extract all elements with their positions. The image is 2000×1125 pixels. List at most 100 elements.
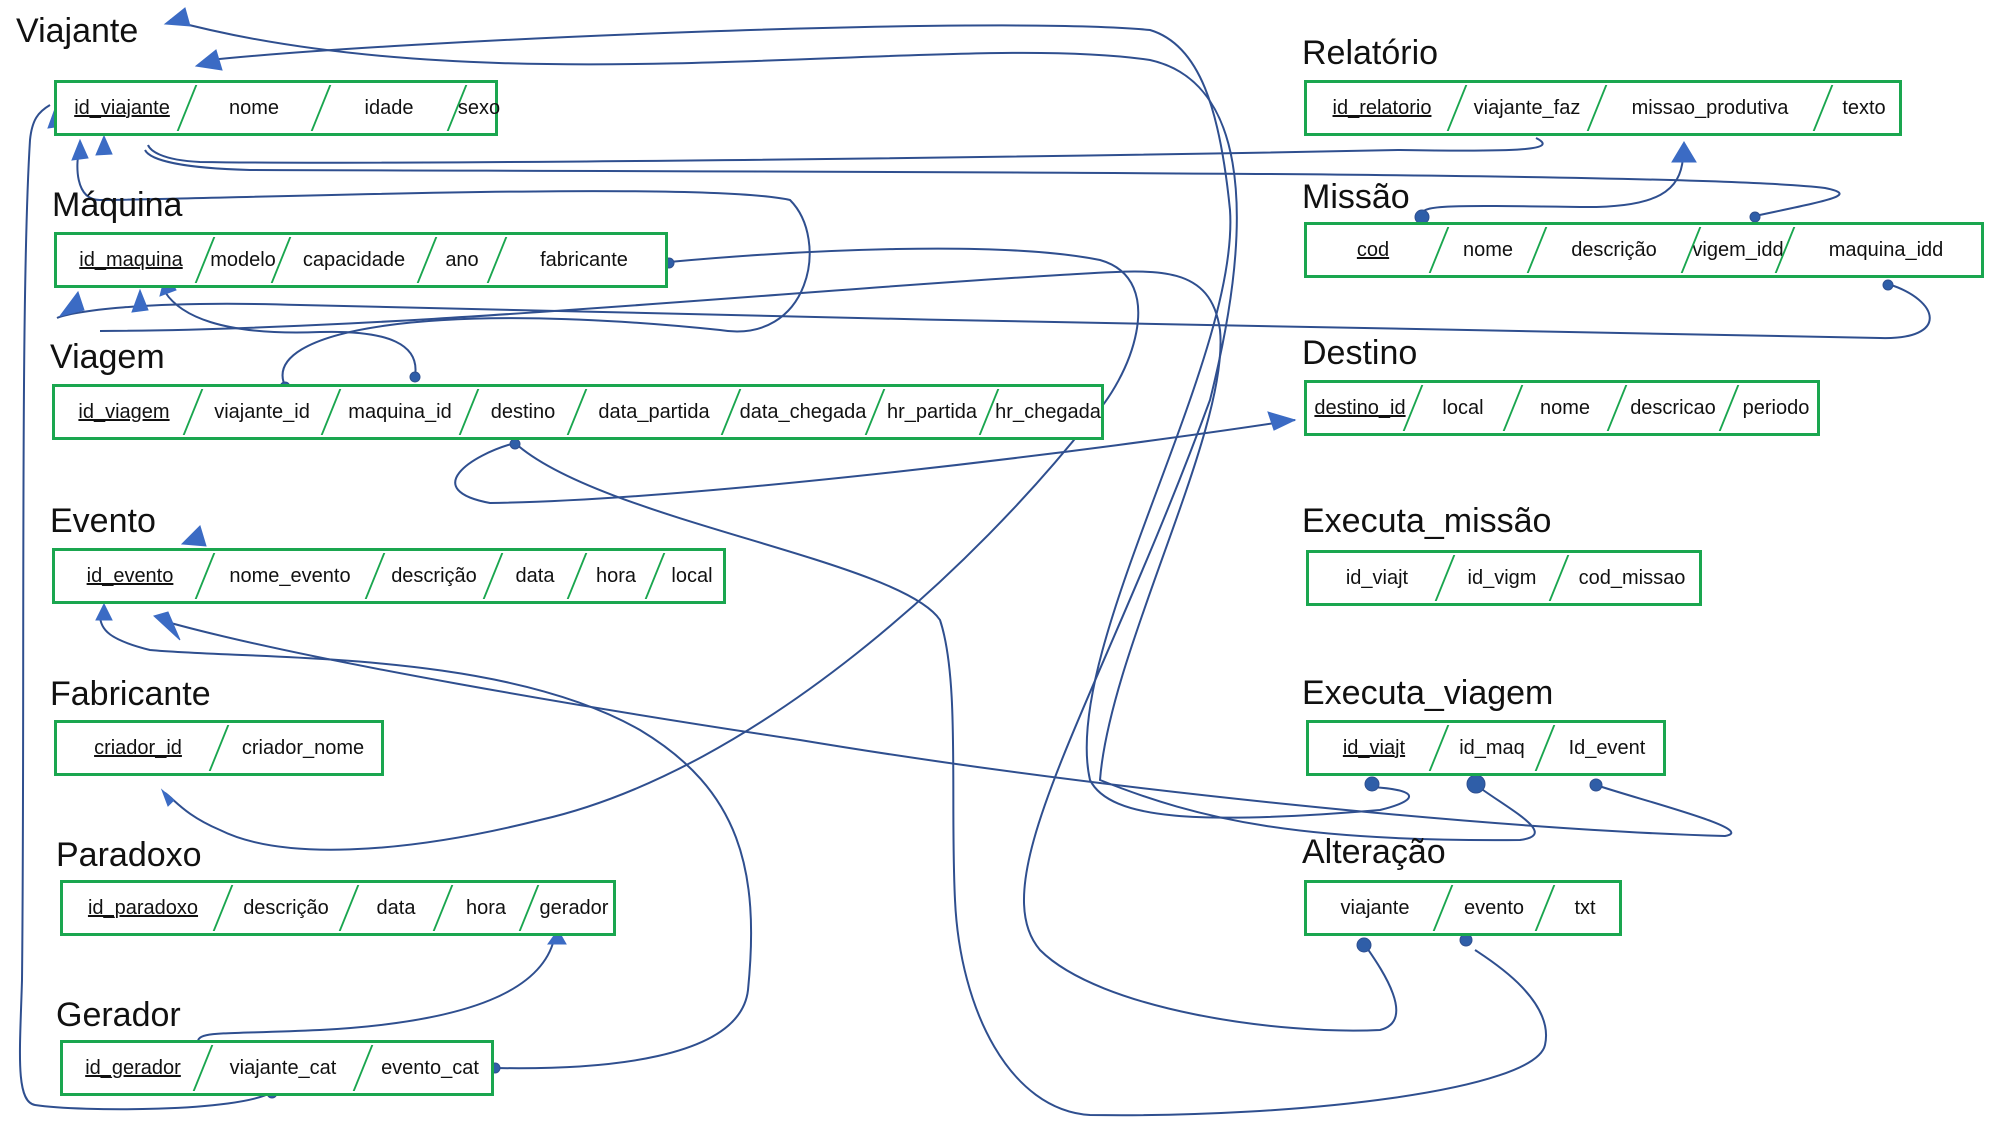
entity-title-viagem: Viagem xyxy=(50,338,165,376)
field-maquina-2: capacidade xyxy=(302,248,406,271)
field-executa-viagem-0: id_viajt xyxy=(1342,736,1406,759)
field-missao-0: cod xyxy=(1356,238,1390,261)
link-gerador-paradoxo xyxy=(196,934,556,1047)
arrowhead-viajante-nome xyxy=(95,134,113,156)
field-fabricante-1: criador_nome xyxy=(241,736,365,759)
field-evento-0: id_evento xyxy=(86,564,174,587)
field-executa-missao-2: cod_missao xyxy=(1578,566,1686,589)
fk-dot-execviagem-maq xyxy=(1466,774,1486,794)
entity-title-executa-viagem: Executa_viagem xyxy=(1302,674,1554,712)
link-missao-relatorio xyxy=(144,149,1841,217)
link-relatorio-viajante xyxy=(147,137,1544,164)
field-maquina-0: id_maquina xyxy=(79,248,183,271)
fk-dot-missao-vigem xyxy=(1749,211,1761,223)
field-missao-1: nome xyxy=(1462,238,1514,261)
field-viagem-5: data_chegada xyxy=(739,400,867,423)
field-paradoxo-4: gerador xyxy=(539,896,609,919)
field-viagem-6: hr_partida xyxy=(886,400,978,423)
field-missao-3: vigem_idd xyxy=(1692,238,1784,261)
field-executa-viagem-2: Id_event xyxy=(1568,736,1646,759)
field-viajante-2: idade xyxy=(364,96,414,119)
field-paradoxo-0: id_paradoxo xyxy=(87,896,199,919)
entity-title-gerador: Gerador xyxy=(56,996,181,1034)
field-relatorio-2: missao_produtiva xyxy=(1631,96,1789,119)
field-viajante-1: nome xyxy=(228,96,280,119)
arrowhead-evento-id xyxy=(95,602,113,621)
field-paradoxo-2: data xyxy=(376,896,416,919)
arrowhead-evento-top xyxy=(180,525,207,547)
field-paradoxo-3: hora xyxy=(465,896,507,919)
entity-title-executa-missao: Executa_missão xyxy=(1302,502,1552,540)
arrowhead-viajante-top xyxy=(163,7,191,27)
entity-fabricante[interactable]: criador_id criador_nome xyxy=(54,720,384,776)
entity-missao[interactable]: cod nome descrição vigem_idd maquina_idd xyxy=(1304,222,1984,278)
field-maquina-4: fabricante xyxy=(540,248,628,271)
entity-executa-missao[interactable]: id_viajt id_vigm cod_missao xyxy=(1306,550,1702,606)
link-missao-cod-relatorio xyxy=(1420,157,1684,217)
link-missao-maquina xyxy=(56,283,1931,340)
arrowhead-fabricante xyxy=(160,788,175,807)
fk-dot-alteracao-viajante xyxy=(1356,937,1372,953)
field-viajante-0: id_viajante xyxy=(74,96,170,119)
entity-alteracao[interactable]: viajante evento txt xyxy=(1304,880,1622,936)
field-viagem-7: hr_chegada xyxy=(995,400,1101,423)
field-alteracao-1: evento xyxy=(1463,896,1525,919)
field-evento-1: nome_evento xyxy=(229,564,351,587)
entity-title-paradoxo: Paradoxo xyxy=(56,836,202,874)
field-gerador-1: viajante_cat xyxy=(229,1056,337,1079)
entity-title-destino: Destino xyxy=(1302,334,1418,372)
entity-viagem[interactable]: id_viagem viajante_id maquina_id destino dat… xyxy=(52,384,1104,440)
field-viagem-1: viajante_id xyxy=(214,400,310,423)
entity-title-relatorio: Relatório xyxy=(1302,34,1439,72)
field-viajante-3: sexo xyxy=(457,96,501,119)
field-destino-4: periodo xyxy=(1742,396,1810,419)
entity-executa-viagem[interactable]: id_viajt id_maq Id_event xyxy=(1306,720,1666,776)
field-missao-2: descrição xyxy=(1571,238,1657,261)
entity-paradoxo[interactable]: id_paradoxo descrição data hora gerador xyxy=(60,880,616,936)
field-alteracao-0: viajante xyxy=(1340,896,1410,919)
field-missao-4: maquina_idd xyxy=(1828,238,1944,261)
fk-dot-missao-maquina xyxy=(1882,279,1894,291)
entity-title-evento: Evento xyxy=(50,502,156,540)
field-executa-missao-1: id_vigm xyxy=(1467,566,1537,589)
entity-title-alteracao: Alteração xyxy=(1302,833,1446,871)
field-destino-0: destino_id xyxy=(1314,396,1406,419)
field-relatorio-3: texto xyxy=(1842,96,1886,119)
entity-title-maquina: Máquina xyxy=(52,186,183,224)
arrowhead-viajante-top-2 xyxy=(194,49,223,71)
field-alteracao-2: txt xyxy=(1574,896,1596,919)
arrowhead-viajante-id xyxy=(71,138,89,161)
entity-title-viajante: Viajante xyxy=(16,12,139,50)
entity-title-fabricante: Fabricante xyxy=(50,675,211,713)
field-gerador-0: id_gerador xyxy=(85,1056,181,1079)
field-executa-viagem-1: id_maq xyxy=(1459,736,1525,759)
field-fabricante-0: criador_id xyxy=(94,736,182,759)
field-viagem-4: data_partida xyxy=(598,400,710,423)
fk-dot-execviagem-event xyxy=(1589,778,1603,792)
entity-viajante[interactable]: id_viajante nome idade sexo xyxy=(54,80,501,136)
arrowhead-maquina-left xyxy=(58,290,85,317)
arrowhead-destino xyxy=(1267,411,1297,431)
field-viagem-2: maquina_id xyxy=(348,400,452,423)
field-relatorio-0: id_relatorio xyxy=(1332,96,1432,119)
entity-gerador[interactable]: id_gerador viajante_cat evento_cat xyxy=(60,1040,494,1096)
fk-dot-execviagem-viajt xyxy=(1364,776,1380,792)
field-destino-2: nome xyxy=(1539,396,1591,419)
field-evento-3: data xyxy=(515,564,555,587)
field-executa-missao-0: id_viajt xyxy=(1345,566,1409,589)
fk-dot-viagem-maquina xyxy=(409,371,421,383)
field-destino-1: local xyxy=(1442,396,1484,419)
entity-title-missao: Missão xyxy=(1302,178,1410,216)
field-paradoxo-1: descrição xyxy=(243,896,329,919)
field-viagem-3: destino xyxy=(490,400,556,423)
arrowhead-maquina-id xyxy=(131,288,149,313)
fk-dot-viagem-destino xyxy=(509,438,521,450)
field-evento-2: descrição xyxy=(391,564,477,587)
field-gerador-2: evento_cat xyxy=(381,1056,479,1079)
field-viagem-0: id_viagem xyxy=(78,400,170,423)
